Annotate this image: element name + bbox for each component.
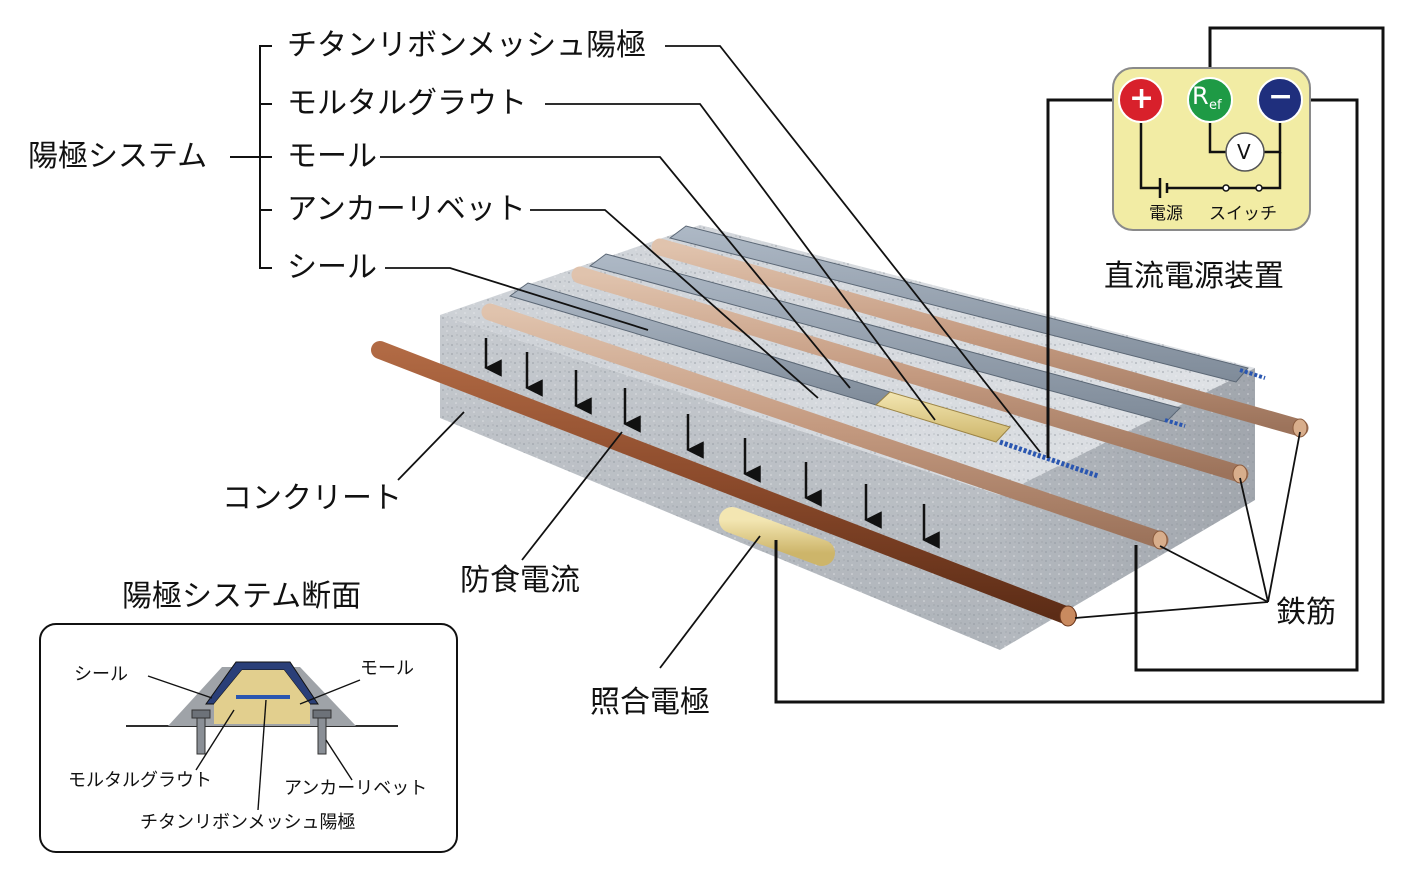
leader-mortar-grout [545, 103, 936, 421]
plus-symbol: + [1129, 81, 1155, 116]
switch-contact-left [1222, 184, 1230, 192]
mortar-grout-label: モルタルグラウト [287, 86, 527, 121]
switch-label: スイッチ [1209, 204, 1277, 224]
inset-section-view [39, 623, 458, 853]
inset-leader-mesh [257, 699, 267, 811]
power-source-label: 電源 [1149, 204, 1183, 224]
reference-electrode [719, 507, 835, 566]
inset-rivet-left-head [191, 709, 211, 719]
titanium-mesh-strip [999, 439, 1099, 479]
plus-terminal [1118, 77, 1164, 123]
leader-protection-current [521, 431, 623, 561]
rebar-end-1 [1292, 418, 1308, 438]
wiring [774, 26, 1385, 704]
titanium-mesh-label: チタンリボンメッシュ陽極 [287, 28, 647, 63]
inset-seal-label: シール [74, 664, 128, 685]
seal-label: シール [287, 250, 377, 285]
slab-right-texture [1000, 368, 1255, 650]
rebar-back-2 [571, 266, 1249, 483]
minus-terminal [1257, 77, 1303, 123]
titanium-mesh-right-2 [1164, 418, 1186, 428]
rebars-back [481, 238, 1309, 550]
rebar-back-3 [481, 303, 1169, 549]
titanium-mesh-right-1 [1239, 368, 1266, 380]
inset-frame [39, 623, 458, 853]
rebar-label: 鉄筋 [1276, 595, 1336, 630]
minus-symbol: − [1268, 79, 1294, 114]
internal-wire-switch-minus [1262, 152, 1282, 190]
reference-electrode-label: 照合電極 [590, 685, 710, 720]
ref-subscript: ef [1209, 98, 1222, 113]
rebar-end-3 [1152, 530, 1168, 550]
ref-terminal [1187, 77, 1233, 123]
inset-leader-seal [147, 675, 213, 699]
leader-reference-electrode [659, 535, 761, 669]
leader-rebar-1 [1267, 431, 1301, 603]
inset-mesh-label: チタンリボンメッシュ陽極 [140, 812, 356, 833]
wire-rebar [1134, 98, 1359, 672]
internal-wire-plus [1139, 100, 1160, 190]
wire-reference [774, 26, 1385, 704]
inset-mall-label: モール [360, 658, 414, 679]
anchor-rivet-label: アンカーリベット [287, 192, 526, 227]
inset-leaders [147, 675, 361, 811]
protection-current-label: 防食電流 [460, 563, 580, 598]
rebar-back-1 [651, 238, 1309, 437]
anode-system-bracket [230, 45, 272, 269]
leader-rebar-4 [1074, 601, 1269, 619]
rebar-front [371, 341, 1077, 627]
mall-strip-2 [588, 253, 1181, 423]
leader-anchor-rivet [530, 209, 819, 399]
leader-rebar-2 [1239, 477, 1269, 603]
ref-electrode-body [719, 507, 835, 566]
leader-lines [380, 45, 1301, 669]
protection-current-arrows [484, 338, 940, 549]
voltmeter [1225, 132, 1265, 172]
inset-leader-rivet [325, 739, 353, 781]
inset-leader-grout [195, 709, 235, 771]
rebar-front-bar [371, 341, 1077, 625]
anode-strips [508, 225, 1266, 479]
rebar-end-2 [1232, 464, 1248, 484]
switch-contact-right [1255, 184, 1263, 192]
inset-grout-label: モルタルグラウト [68, 770, 212, 791]
rebar-front-end [1059, 605, 1077, 627]
cutaway-grout [875, 391, 1011, 443]
inset-title: 陽極システム断面 [122, 579, 362, 614]
mall-label: モール [287, 139, 377, 174]
wire-anode [1046, 98, 1118, 458]
dc-power-unit-box [1112, 67, 1311, 231]
ref-symbol: R [1192, 82, 1209, 110]
leader-concrete [397, 411, 465, 481]
inset-leader-mall [299, 679, 361, 705]
inset-rivet-label: アンカーリベット [284, 778, 428, 799]
leader-rebar-3 [1159, 545, 1269, 603]
leader-seal [385, 267, 649, 331]
leader-mall [380, 156, 851, 389]
anode-system-label: 陽極システム [28, 139, 208, 174]
concrete-label: コンクリート [222, 481, 402, 516]
voltmeter-symbol: V [1237, 140, 1251, 164]
inset-rivet-right-head [312, 709, 332, 719]
leader-titanium-mesh [665, 45, 1041, 453]
dc-power-unit-label: 直流電源装置 [1104, 259, 1284, 294]
